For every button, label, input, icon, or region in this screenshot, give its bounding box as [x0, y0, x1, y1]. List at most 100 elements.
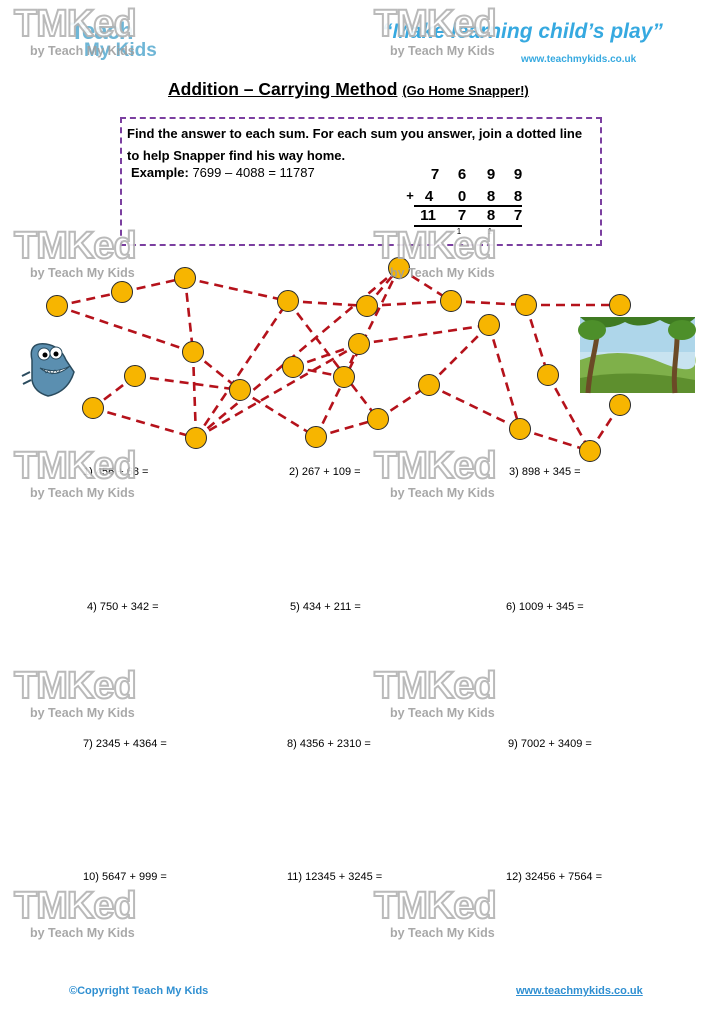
- page-title: Addition – Carrying Method (Go Home Snap…: [168, 79, 588, 100]
- stepping-stone-dot: [579, 440, 601, 462]
- stepping-stone-dot: [388, 257, 410, 279]
- stepping-stone-dot: [333, 366, 355, 388]
- question-5: 5) 434 + 211 =: [290, 601, 361, 613]
- watermark-main: TMKed: [13, 665, 138, 707]
- watermark-sub: by Teach My Kids: [30, 486, 135, 500]
- watermark-main: TMKed: [13, 885, 138, 927]
- path-dashed-line: [287, 299, 368, 308]
- question-4: 4) 750 + 342 =: [87, 601, 159, 613]
- path-dashed-line: [292, 342, 360, 369]
- stepping-stone-dot: [111, 281, 133, 303]
- snapper-path-map: [21, 257, 696, 462]
- stepping-stone-dot: [46, 295, 68, 317]
- title-main: Addition – Carrying Method: [168, 79, 398, 99]
- watermark-main: TMKed: [373, 3, 498, 45]
- question-8: 8) 4356 + 2310 =: [287, 738, 371, 750]
- question-11: 11) 12345 + 3245 =: [287, 871, 383, 883]
- result-digit: 11: [420, 207, 436, 224]
- stepping-stone-dot: [537, 364, 559, 386]
- result-digit: 8: [486, 207, 496, 224]
- path-dashed-line: [366, 299, 452, 308]
- question-2: 2) 267 + 109 =: [289, 466, 361, 478]
- stepping-stone-dot: [277, 290, 299, 312]
- question-12: 12) 32456 + 7564 =: [506, 871, 603, 883]
- example-label: Example:: [131, 165, 189, 180]
- snapper-monster-icon: [21, 343, 75, 397]
- stepping-stone-dot: [509, 418, 531, 440]
- path-dashed-line: [524, 304, 550, 376]
- path-dashed-line: [183, 277, 195, 353]
- path-dots: [46, 257, 631, 462]
- watermark-sub: by Teach My Kids: [30, 44, 135, 58]
- path-dashed-line: [191, 351, 198, 439]
- watermark-main: TMKed: [373, 225, 498, 267]
- sum-line-top: [414, 205, 522, 207]
- instruction-box: [120, 117, 602, 246]
- question-6: 6) 1009 + 345 =: [506, 601, 584, 613]
- question-9: 9) 7002 + 3409 =: [508, 738, 592, 750]
- bottom-digit: 4: [424, 188, 434, 205]
- watermark-main: TMKed: [13, 445, 138, 487]
- watermark-main: TMKed: [373, 665, 498, 707]
- sum-line-bottom: [414, 225, 522, 227]
- footer-website-link[interactable]: www.teachmykids.co.uk: [516, 985, 643, 997]
- watermark-sub: by Teach My Kids: [390, 266, 495, 280]
- result-digit: 7: [513, 207, 523, 224]
- path-dashed-line: [358, 323, 490, 346]
- result-digit: 7: [457, 207, 467, 224]
- stepping-stone-dot: [418, 374, 440, 396]
- question-3: 3) 898 + 345 =: [509, 466, 581, 478]
- stepping-stone-dot: [348, 333, 370, 355]
- stepping-stone-dot: [282, 356, 304, 378]
- path-dashed-line: [428, 383, 521, 431]
- top-digit: 9: [513, 166, 523, 183]
- question-1: 1) 456 + 68 =: [83, 466, 149, 478]
- path-dashed-line: [134, 374, 241, 392]
- bottom-digit: 8: [513, 188, 523, 205]
- tagline: “Make learning child’s play”: [382, 20, 663, 43]
- stepping-stone-dot: [515, 294, 537, 316]
- stepping-stone-dot: [305, 426, 327, 448]
- title-sub: (Go Home Snapper!): [402, 83, 529, 98]
- watermark-sub: by Teach My Kids: [30, 266, 135, 280]
- stepping-stone-dot: [356, 295, 378, 317]
- jungle-home-picture: [578, 317, 696, 394]
- top-digit: 9: [486, 166, 496, 183]
- stepping-stone-dot: [367, 408, 389, 430]
- bottom-digit: 0: [457, 188, 467, 205]
- header-website: www.teachmykids.co.uk: [521, 54, 637, 65]
- path-dashed-line: [428, 324, 490, 386]
- path-dashed-line: [519, 427, 591, 453]
- watermark-main: TMKed: [373, 885, 498, 927]
- path-dashed-line: [450, 299, 527, 307]
- path-dashed-line: [92, 406, 197, 440]
- watermark-sub: by Teach My Kids: [390, 926, 495, 940]
- bottom-digit: 8: [486, 188, 496, 205]
- stepping-stone-dot: [440, 290, 462, 312]
- plus-sign: +: [406, 188, 414, 203]
- question-7: 7) 2345 + 4364 =: [83, 738, 167, 750]
- stepping-stone-dot: [185, 427, 207, 449]
- path-dashed-line: [487, 324, 522, 430]
- path-dashed-line: [195, 267, 400, 439]
- top-digit: 7: [430, 166, 440, 183]
- example-line: Example: 7699 – 4088 = 11787: [131, 165, 315, 180]
- path-lines: [56, 266, 622, 453]
- carry-digit: 1: [487, 227, 493, 236]
- path-dashed-line: [56, 304, 194, 354]
- example-sum: 7699 – 4088 = 11787: [192, 165, 315, 180]
- stepping-stone-dot: [609, 294, 631, 316]
- stepping-stone-dot: [174, 267, 196, 289]
- stepping-stone-dot: [124, 365, 146, 387]
- watermark-sub: by Teach My Kids: [30, 926, 135, 940]
- carry-digit: 1: [456, 227, 462, 236]
